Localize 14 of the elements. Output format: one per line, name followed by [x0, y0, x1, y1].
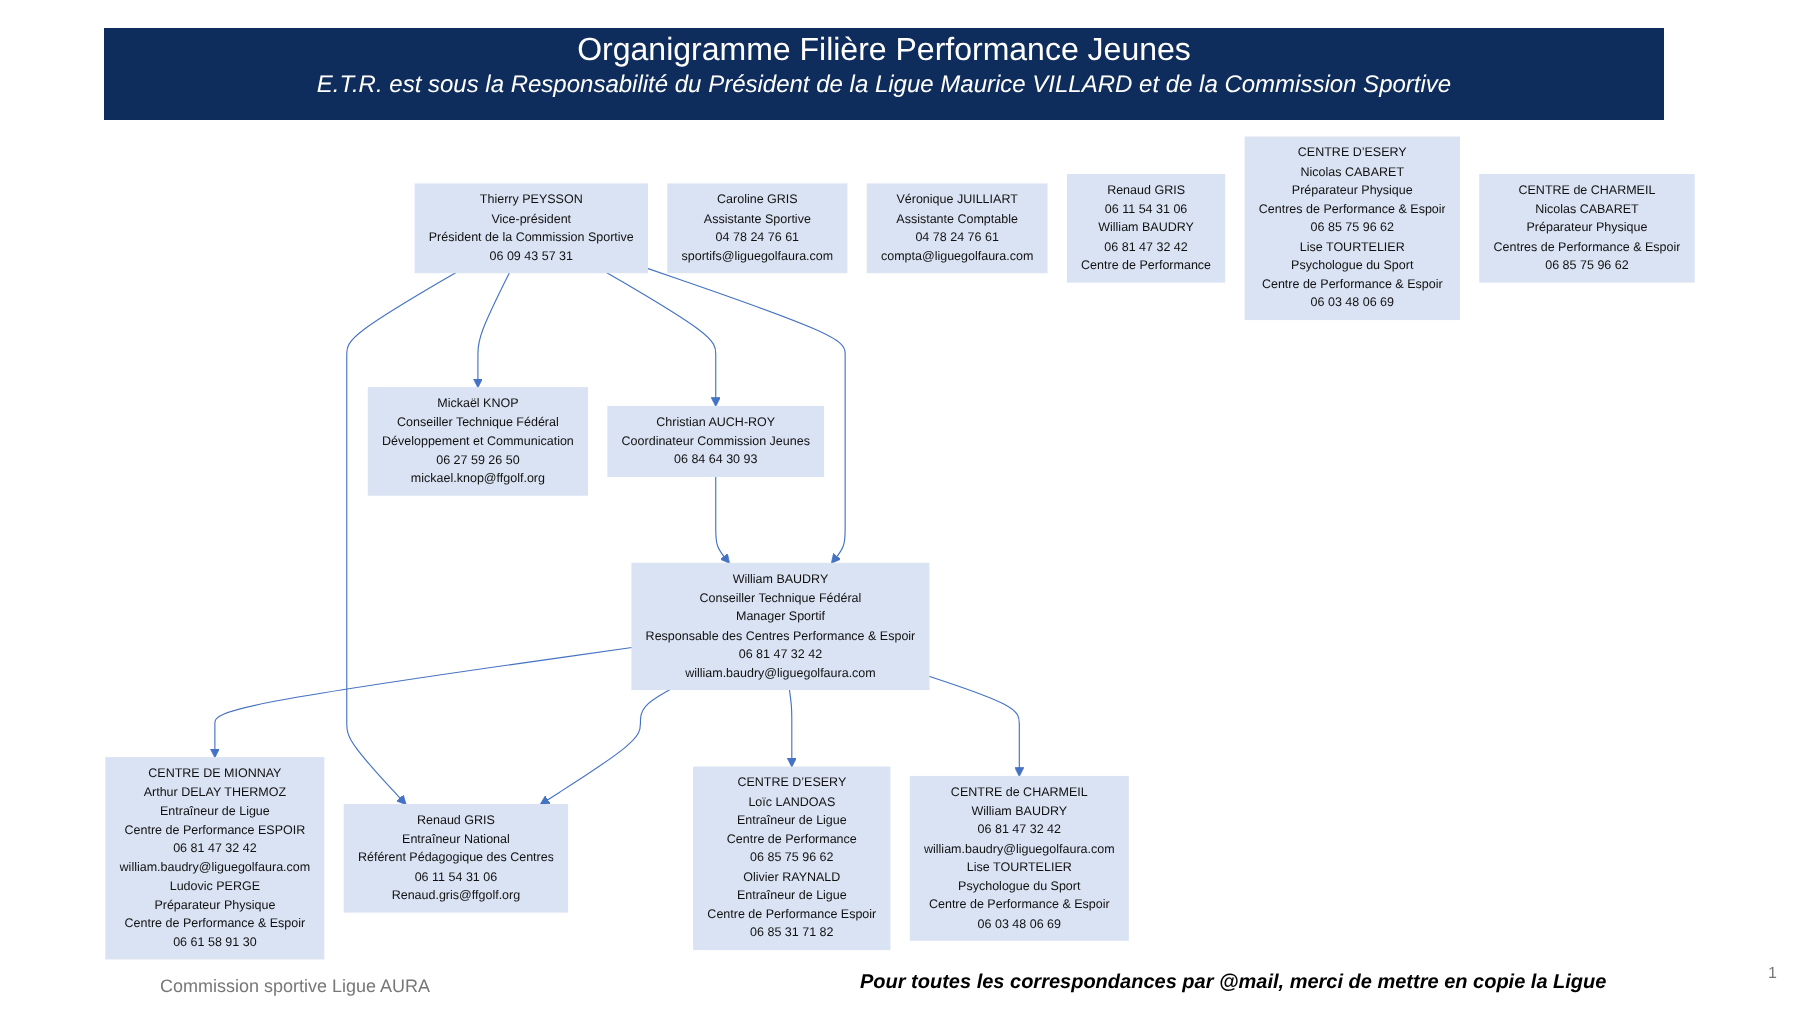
page-number: 1 — [1768, 964, 1777, 982]
arrow — [346, 272, 457, 806]
arrow — [209, 646, 633, 759]
arrow — [646, 267, 846, 564]
subtitle: E.T.R. est sous la Responsabilité du Président de la Ligue Maurice VILLARD et de la Commission Sportive — [314, 70, 1454, 98]
footer-text: Commission sportive Ligue AURA — [160, 976, 431, 996]
arrow — [928, 675, 1025, 777]
arrow — [606, 272, 721, 407]
arrow — [539, 688, 671, 806]
note: Pour toutes les correspondances par @mail, merci de mettre en copie la Ligue — [860, 972, 1607, 994]
title: Organigramme Filière Performance Jeunes — [575, 34, 1193, 70]
arrow — [472, 272, 510, 389]
arrow — [715, 475, 730, 564]
arrow — [786, 688, 797, 768]
